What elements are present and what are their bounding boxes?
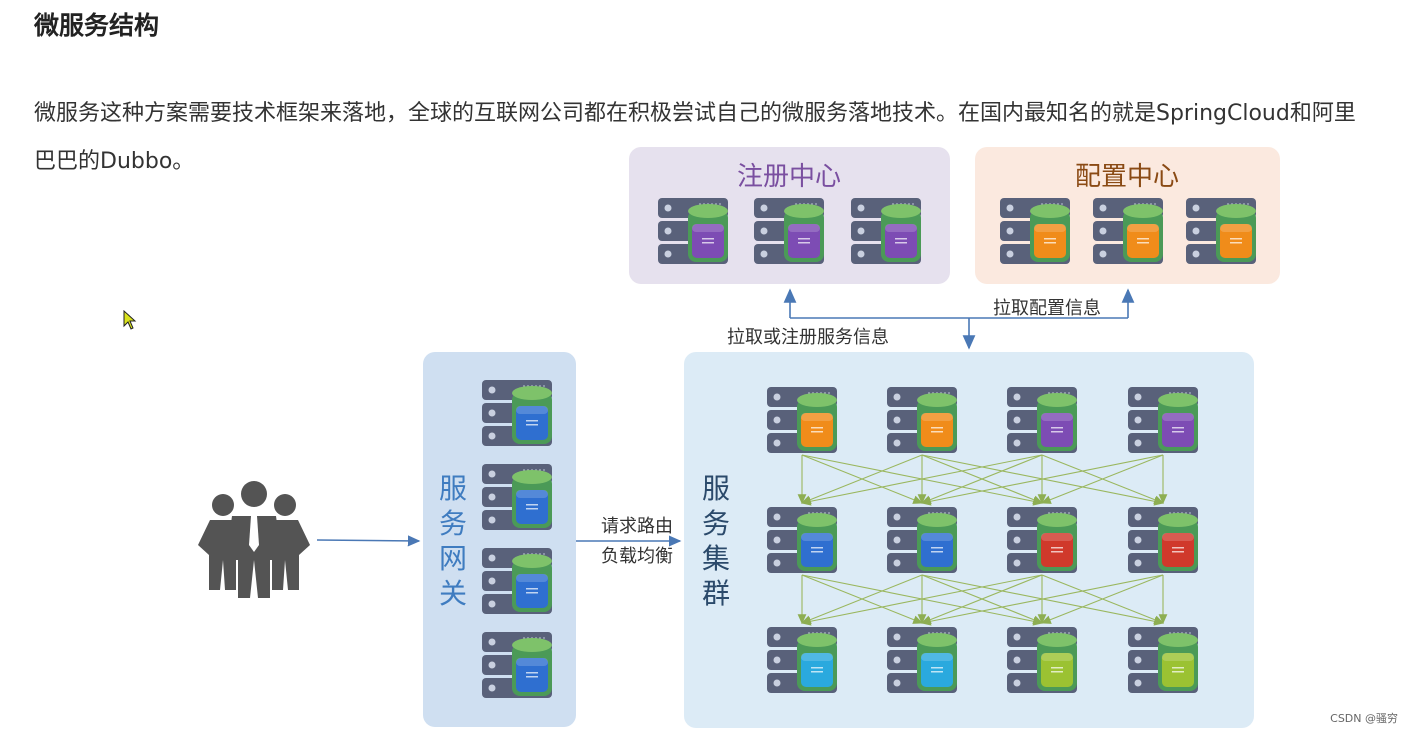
page-title: 微服务结构 xyxy=(34,11,160,40)
dependency-edge xyxy=(920,454,1043,504)
gateway-label-char-4: 关 xyxy=(439,577,467,610)
pull-register-label: 拉取或注册服务信息 xyxy=(727,327,889,348)
cluster-edges xyxy=(797,454,1168,626)
gateway-label-char-2: 务 xyxy=(439,507,467,540)
server-icon xyxy=(1128,507,1198,573)
dependency-edge xyxy=(800,574,923,624)
config-servers xyxy=(1000,198,1256,264)
registry-label: 注册中心 xyxy=(737,162,841,192)
server-icon xyxy=(767,627,837,693)
server-icon xyxy=(1186,198,1256,264)
watermark: CSDN @骚穷 xyxy=(1330,712,1398,725)
server-icon xyxy=(482,548,552,614)
cluster-label-char-2: 务 xyxy=(702,507,730,540)
config-label: 配置中心 xyxy=(1075,162,1179,192)
dependency-edge xyxy=(1040,574,1164,624)
server-icon xyxy=(1128,387,1198,453)
dependency-edge xyxy=(920,574,1164,626)
dependency-edge xyxy=(920,454,1164,506)
pull-config-label: 拉取配置信息 xyxy=(993,298,1101,319)
dependency-edge xyxy=(800,454,1043,506)
server-icon xyxy=(1128,627,1198,693)
intro-paragraph: 微服务这种方案需要技术框架来落地，全球的互联网公司都在积极尝试自己的微服务落地技… xyxy=(34,101,1356,174)
server-icon xyxy=(1007,387,1077,453)
cluster-label-char-4: 群 xyxy=(702,577,730,610)
server-icon xyxy=(482,380,552,446)
request-route-label: 请求路由 xyxy=(601,516,673,537)
server-icon xyxy=(851,198,921,264)
server-icon xyxy=(1093,198,1163,264)
dependency-edge xyxy=(800,454,923,504)
registry-servers xyxy=(658,198,921,264)
server-icon xyxy=(1007,507,1077,573)
cursor-icon xyxy=(123,310,137,330)
server-icon xyxy=(754,198,824,264)
server-icon xyxy=(482,632,552,698)
server-icon xyxy=(767,507,837,573)
gateway-label-char-1: 服 xyxy=(439,472,467,505)
server-icon xyxy=(482,464,552,530)
gateway-servers xyxy=(482,380,552,698)
gateway-label-char-3: 网 xyxy=(439,542,467,575)
cluster-label-char-1: 服 xyxy=(702,472,730,505)
dependency-edge xyxy=(920,574,1043,624)
server-icon xyxy=(887,627,957,693)
server-icon xyxy=(1000,198,1070,264)
server-icon xyxy=(1007,627,1077,693)
server-icon xyxy=(658,198,728,264)
dependency-edge xyxy=(800,574,1043,626)
server-icon xyxy=(767,387,837,453)
load-balance-label: 负载均衡 xyxy=(601,546,673,567)
server-icon xyxy=(887,387,957,453)
dependency-edge xyxy=(1040,454,1164,504)
users-to-gateway-arrow xyxy=(316,535,421,547)
cluster-servers xyxy=(767,387,1198,693)
server-icon xyxy=(887,507,957,573)
users-icon xyxy=(198,481,310,598)
cluster-label-char-3: 集 xyxy=(702,542,730,575)
